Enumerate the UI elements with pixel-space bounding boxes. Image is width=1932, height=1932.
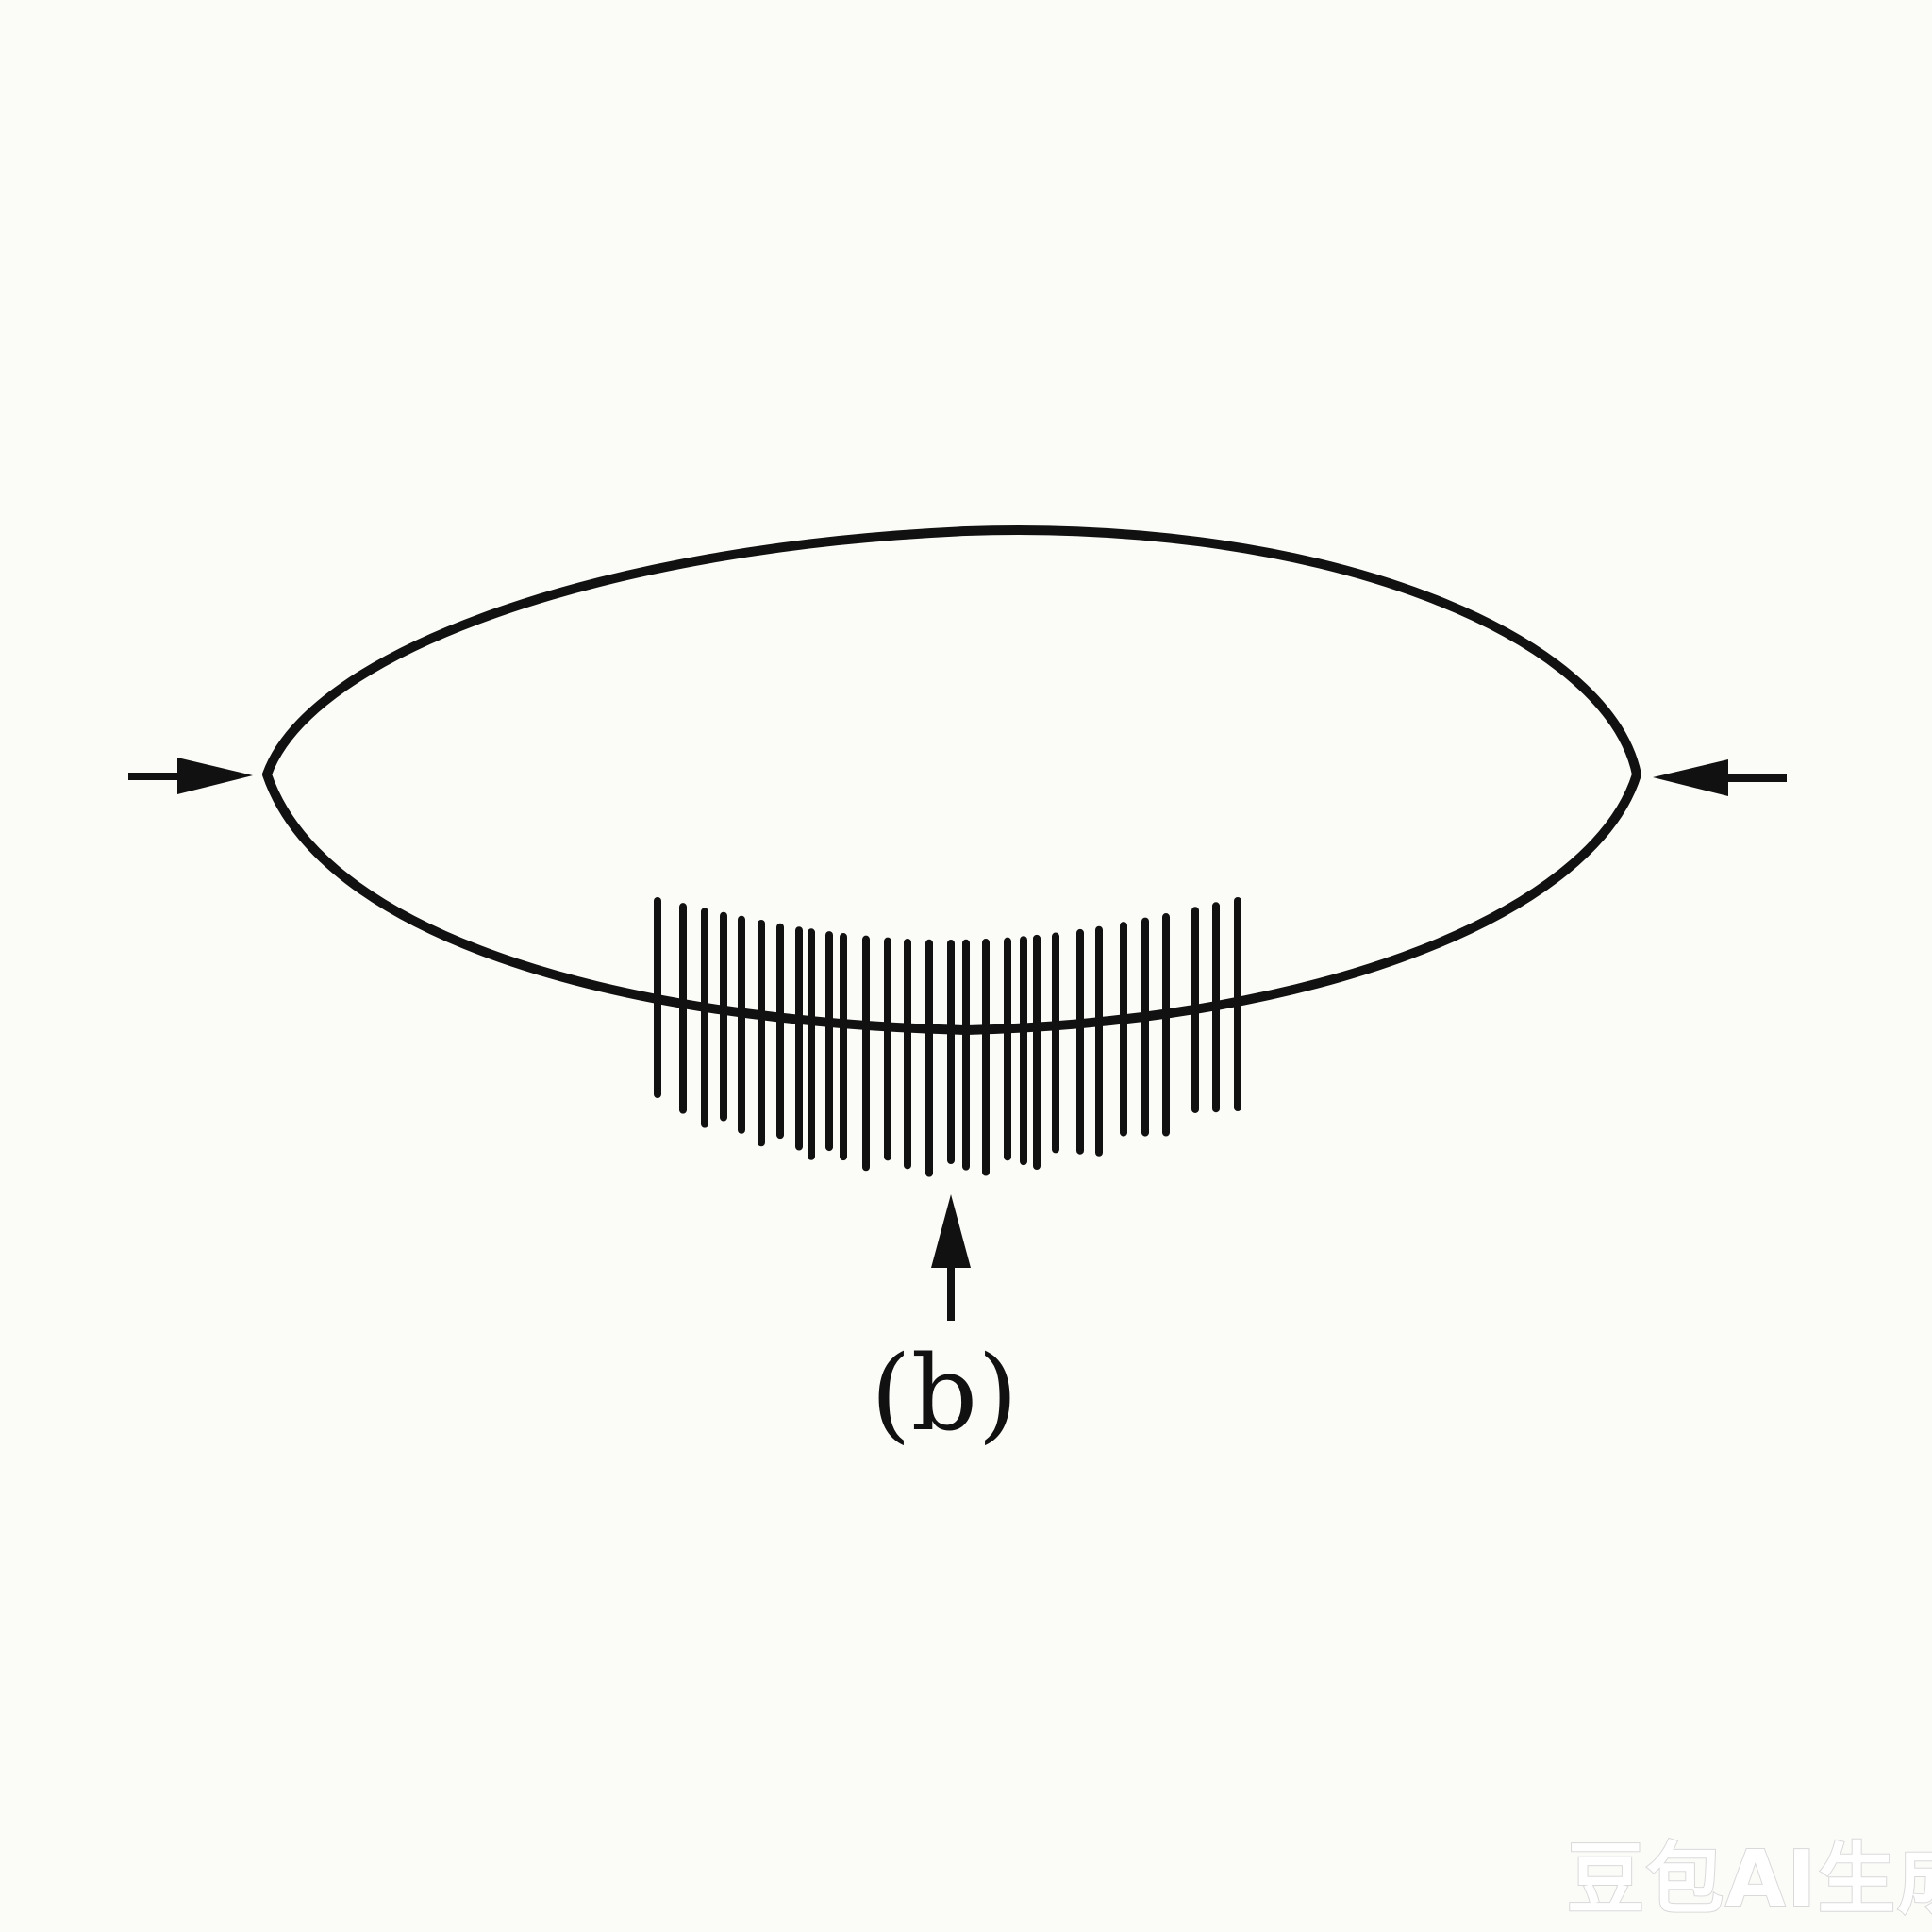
watermark: 豆包AI生成 [1567, 1835, 1932, 1924]
hatch-marks [654, 897, 1241, 1177]
left-arrow [128, 758, 253, 794]
diagram-label: (b) [871, 1333, 1018, 1454]
right-arrow [1653, 759, 1787, 796]
arrow-right-icon [177, 758, 253, 794]
arrow-left-icon [1653, 759, 1728, 796]
ellipse-loop [262, 525, 1641, 1035]
arrow-up-icon [931, 1194, 971, 1268]
bottom-arrow [931, 1194, 971, 1321]
